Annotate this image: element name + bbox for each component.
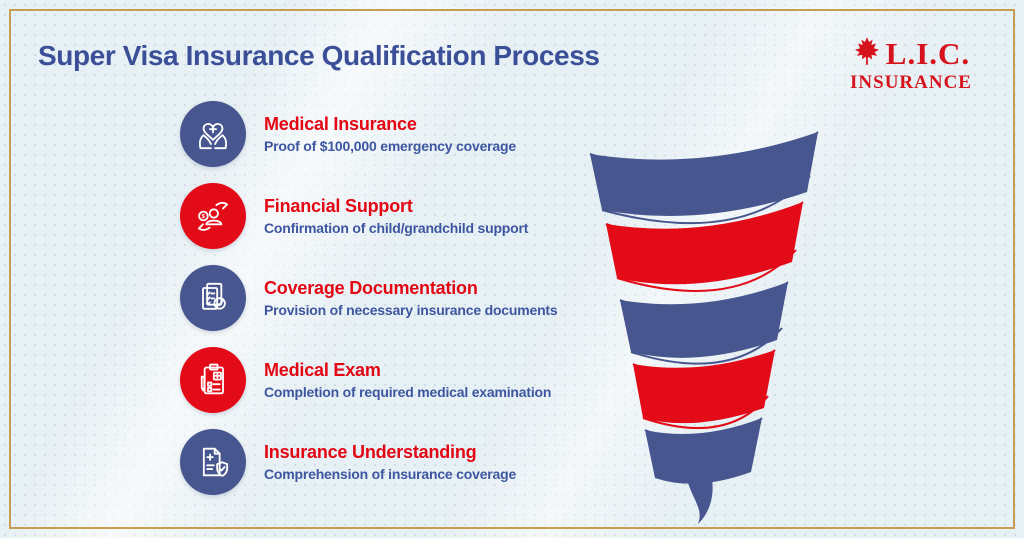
step-title: Medical Exam	[264, 359, 381, 380]
step-title: Medical Insurance	[264, 113, 417, 134]
logo-tagline: INSURANCE	[850, 72, 972, 93]
medical-clipboard-icon	[180, 347, 246, 413]
funnel-band-3-swirl	[630, 327, 783, 365]
funnel-band-3	[620, 282, 788, 358]
funnel-band-1-rim	[589, 131, 819, 176]
step-title: Insurance Understanding	[264, 441, 477, 462]
company-logo: L.I.C. INSURANCE	[832, 36, 990, 92]
documents-checkmark-icon	[180, 265, 246, 331]
maple-leaf-icon	[852, 36, 882, 71]
policy-shield-check-icon	[180, 429, 246, 495]
qualification-steps-list: Medical Insurance Proof of $100,000 emer…	[180, 101, 558, 495]
funnel-band-2-rim	[605, 201, 804, 243]
funnel-band-5-rim	[644, 417, 763, 445]
step-financial-support: $ Financial Support Confirmation of chil…	[180, 183, 557, 249]
step-medical-exam: Medical Exam Completion of required medi…	[180, 347, 557, 413]
step-description: Proof of $100,000 emergency coverage	[264, 137, 516, 154]
hands-person-dollar-icon: $	[180, 183, 246, 249]
step-insurance-understanding: Insurance Understanding Comprehension of…	[180, 429, 557, 495]
funnel-band-5	[645, 418, 762, 484]
funnel-band-1-swirl	[601, 175, 811, 225]
funnel-band-3-rim	[619, 281, 789, 318]
step-title: Coverage Documentation	[264, 277, 478, 298]
hands-holding-medical-heart-icon	[180, 101, 246, 167]
qualification-funnel-diagram	[582, 112, 832, 532]
step-description: Comprehension of insurance coverage	[264, 465, 517, 482]
step-coverage-documentation: Coverage Documentation Provision of nece…	[180, 265, 558, 331]
step-medical-insurance: Medical Insurance Proof of $100,000 emer…	[180, 101, 557, 167]
step-description: Completion of required medical examinati…	[264, 383, 552, 400]
funnel-band-4-rim	[632, 349, 776, 381]
funnel-band-2-swirl	[616, 249, 797, 292]
funnel-band-4-swirl	[642, 395, 769, 429]
page-title: Super Visa Insurance Qualification Proce…	[38, 40, 600, 71]
step-title: Financial Support	[264, 195, 413, 216]
funnel-tail	[686, 472, 713, 524]
logo-name: L.I.C.	[885, 36, 971, 71]
svg-text:$: $	[202, 214, 206, 220]
step-description: Confirmation of child/grandchild support	[264, 219, 529, 236]
funnel-band-2	[606, 202, 803, 285]
step-description: Provision of necessary insurance documen…	[264, 301, 558, 318]
funnel-band-4	[633, 350, 775, 424]
